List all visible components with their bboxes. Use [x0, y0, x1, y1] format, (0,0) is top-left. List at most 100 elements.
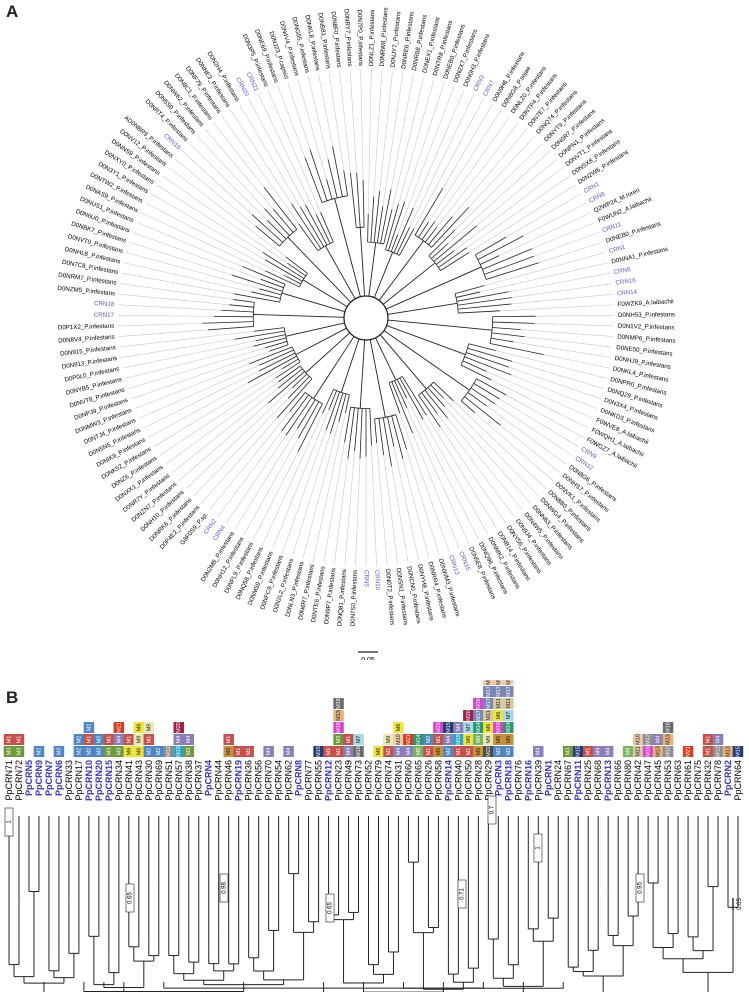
tree-a-branch	[392, 416, 403, 459]
tree-a-leaf-label: D0NLZ1_P.infestans	[368, 10, 376, 66]
tree-a-leaf-line	[118, 315, 214, 316]
tree-b-branches: 10.650.980.650.710.710.95	[5, 796, 738, 992]
module-label: M11	[496, 698, 502, 708]
tree-a-leaf-label: D0NH53_P.infestans	[618, 311, 675, 319]
tree-a-branch	[249, 347, 292, 364]
module-label: M4	[116, 736, 122, 744]
tree-a-branch	[326, 179, 332, 199]
module-label: M4	[186, 736, 192, 744]
tree-a-branch	[458, 311, 500, 313]
tree-a-leaf-line	[407, 398, 479, 539]
tree-a-branch	[471, 388, 495, 404]
taxon-label: PpCRN46	[224, 760, 234, 801]
module-label: M2	[56, 748, 62, 756]
tree-a-branch	[298, 402, 319, 439]
taxon-label: PpCRN44	[214, 760, 224, 801]
module-label: M4	[396, 748, 402, 756]
tree-a-stem	[386, 267, 481, 309]
tree-a-leaf-line	[350, 71, 357, 173]
module-label: M1	[106, 736, 112, 744]
module-label: M1	[705, 748, 711, 756]
tree-a-branch	[266, 271, 300, 287]
module-label: M1	[336, 748, 342, 756]
module-label: M10	[506, 680, 512, 685]
tree-a-leaf-label: D0NZM5_P.infestans	[57, 285, 115, 298]
tree-a-branch	[222, 310, 254, 312]
module-label: M3	[106, 748, 112, 756]
tree-a-leaf-label: D0P1X2_P.infestans	[58, 323, 115, 332]
taxon-label: PpCRN28	[473, 760, 483, 801]
tree-a-branch	[375, 419, 377, 443]
module-label: M3	[566, 748, 572, 756]
module-label: M5	[506, 736, 512, 744]
tree-a-stem	[303, 280, 347, 307]
tree-a-leaf-line	[254, 452, 298, 539]
tree-a-leaf-line	[506, 194, 581, 237]
tree-a-leaf-line	[166, 382, 279, 464]
module-label: M1	[6, 736, 12, 744]
module-label: M9	[386, 736, 392, 744]
tree-a-leaf-line	[182, 151, 251, 214]
taxon-label: PpCRN23	[334, 760, 344, 801]
tree-a-branch	[441, 253, 469, 271]
module-label: M2	[96, 736, 102, 744]
tree-a-leaf-line	[135, 364, 249, 409]
tree-a-leaf-label: D0NRW8_P.infestans	[379, 7, 390, 67]
tree-a-leaf-line	[374, 71, 382, 197]
tree-a-branch	[360, 408, 362, 458]
tree-a-leaf-label: F0WZK9_A.laibachii	[617, 298, 673, 308]
tree-a-branch	[286, 257, 308, 273]
taxon-label: PpCRN39	[533, 760, 543, 801]
taxon-label: PpCRN41	[124, 760, 134, 801]
taxon-label: PpCRN67	[563, 760, 573, 801]
taxon-label: PpCRN56	[254, 760, 264, 801]
module-label: M3	[16, 748, 22, 756]
tree-a-stem	[383, 263, 435, 304]
tree-a-leaf-line	[392, 77, 424, 209]
module-label: M12	[666, 746, 672, 757]
tree-a-branch	[208, 326, 254, 329]
tree-a-branch	[278, 369, 302, 388]
tree-a-leaf-label: CRN10	[373, 570, 381, 591]
taxon-label: PpCRN8	[294, 760, 304, 796]
taxon-label: PpCRN11	[573, 760, 583, 801]
tree-a-branch	[492, 333, 525, 337]
tree-a-leaf-line	[133, 232, 260, 279]
tree-a-leaf-line	[495, 404, 572, 455]
taxon-label: PpCRN43	[134, 760, 144, 801]
taxon-label: PpCRN29	[483, 760, 493, 801]
tree-a-branch	[253, 338, 286, 346]
tree-a-branch	[474, 383, 500, 399]
tree-a-branch	[276, 362, 300, 378]
tree-a-branch	[254, 328, 284, 332]
module-label: M9	[136, 736, 142, 744]
tree-a-leaf-line	[345, 451, 355, 565]
tree-a-leaf-line	[283, 430, 326, 552]
tree-a-stem	[376, 338, 396, 380]
tree-a-branch	[491, 338, 513, 342]
tree-a-branch	[300, 207, 324, 247]
tree-a-leaf-line	[513, 342, 610, 358]
tree-a-leaf-label: D0N8F0_P.infestans	[329, 11, 342, 68]
tree-a-leaf-line	[539, 242, 603, 262]
taxon-label: PpCRN80	[623, 760, 633, 801]
taxon-label: PpCRN6	[54, 760, 64, 796]
module-label: M6	[136, 748, 142, 756]
tree-a-leaf-line	[454, 401, 546, 489]
module-label: M19	[456, 734, 462, 745]
module-label: M15	[735, 746, 741, 757]
bootstrap-label: 0.65	[128, 892, 134, 904]
tree-a-branch	[288, 376, 309, 398]
module-label: M1	[126, 736, 132, 744]
tree-a-stem	[388, 320, 492, 330]
tree-a-leaf-line	[139, 365, 259, 418]
module-label: M6	[376, 748, 382, 756]
tree-a-leaf-line	[445, 407, 531, 504]
module-label: M2	[86, 748, 92, 756]
taxon-label: PpCRN30	[144, 760, 154, 801]
tree-a-leaf-line	[500, 305, 614, 311]
tree-a-leaf-line	[324, 442, 345, 562]
tree-a-leaf-line	[521, 330, 614, 337]
module-label: M2	[96, 748, 102, 756]
